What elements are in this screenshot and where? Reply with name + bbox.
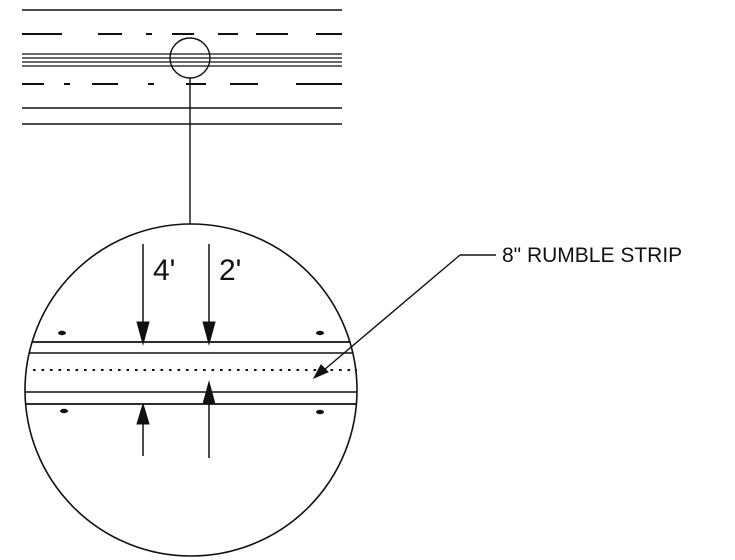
roadway-plan-view (22, 9, 342, 224)
dimension-2ft (202, 244, 216, 458)
centerline-with-rumble-strip (22, 53, 342, 67)
callout-arrowhead (312, 364, 329, 380)
enlarged-detail: 4' 2' (24, 223, 358, 557)
dimension-4ft (136, 244, 150, 456)
arrowhead-4ft-bottom (136, 402, 150, 425)
arrowhead-2ft-top (202, 321, 216, 346)
callout-label: 8" RUMBLE STRIP (502, 244, 682, 267)
callout-leader-diagonal (323, 254, 461, 371)
arrowhead-2ft-bottom (202, 380, 216, 405)
arrowhead-4ft-top (136, 321, 150, 346)
reflective-markers (58, 330, 324, 415)
dimension-label-2ft: 2' (219, 254, 241, 287)
dimension-label-4ft: 4' (153, 254, 175, 287)
rumble-strip-callout: 8" RUMBLE STRIP (312, 244, 682, 380)
rumble-strip-grooves (33, 369, 357, 380)
detail-circle (24, 223, 358, 557)
